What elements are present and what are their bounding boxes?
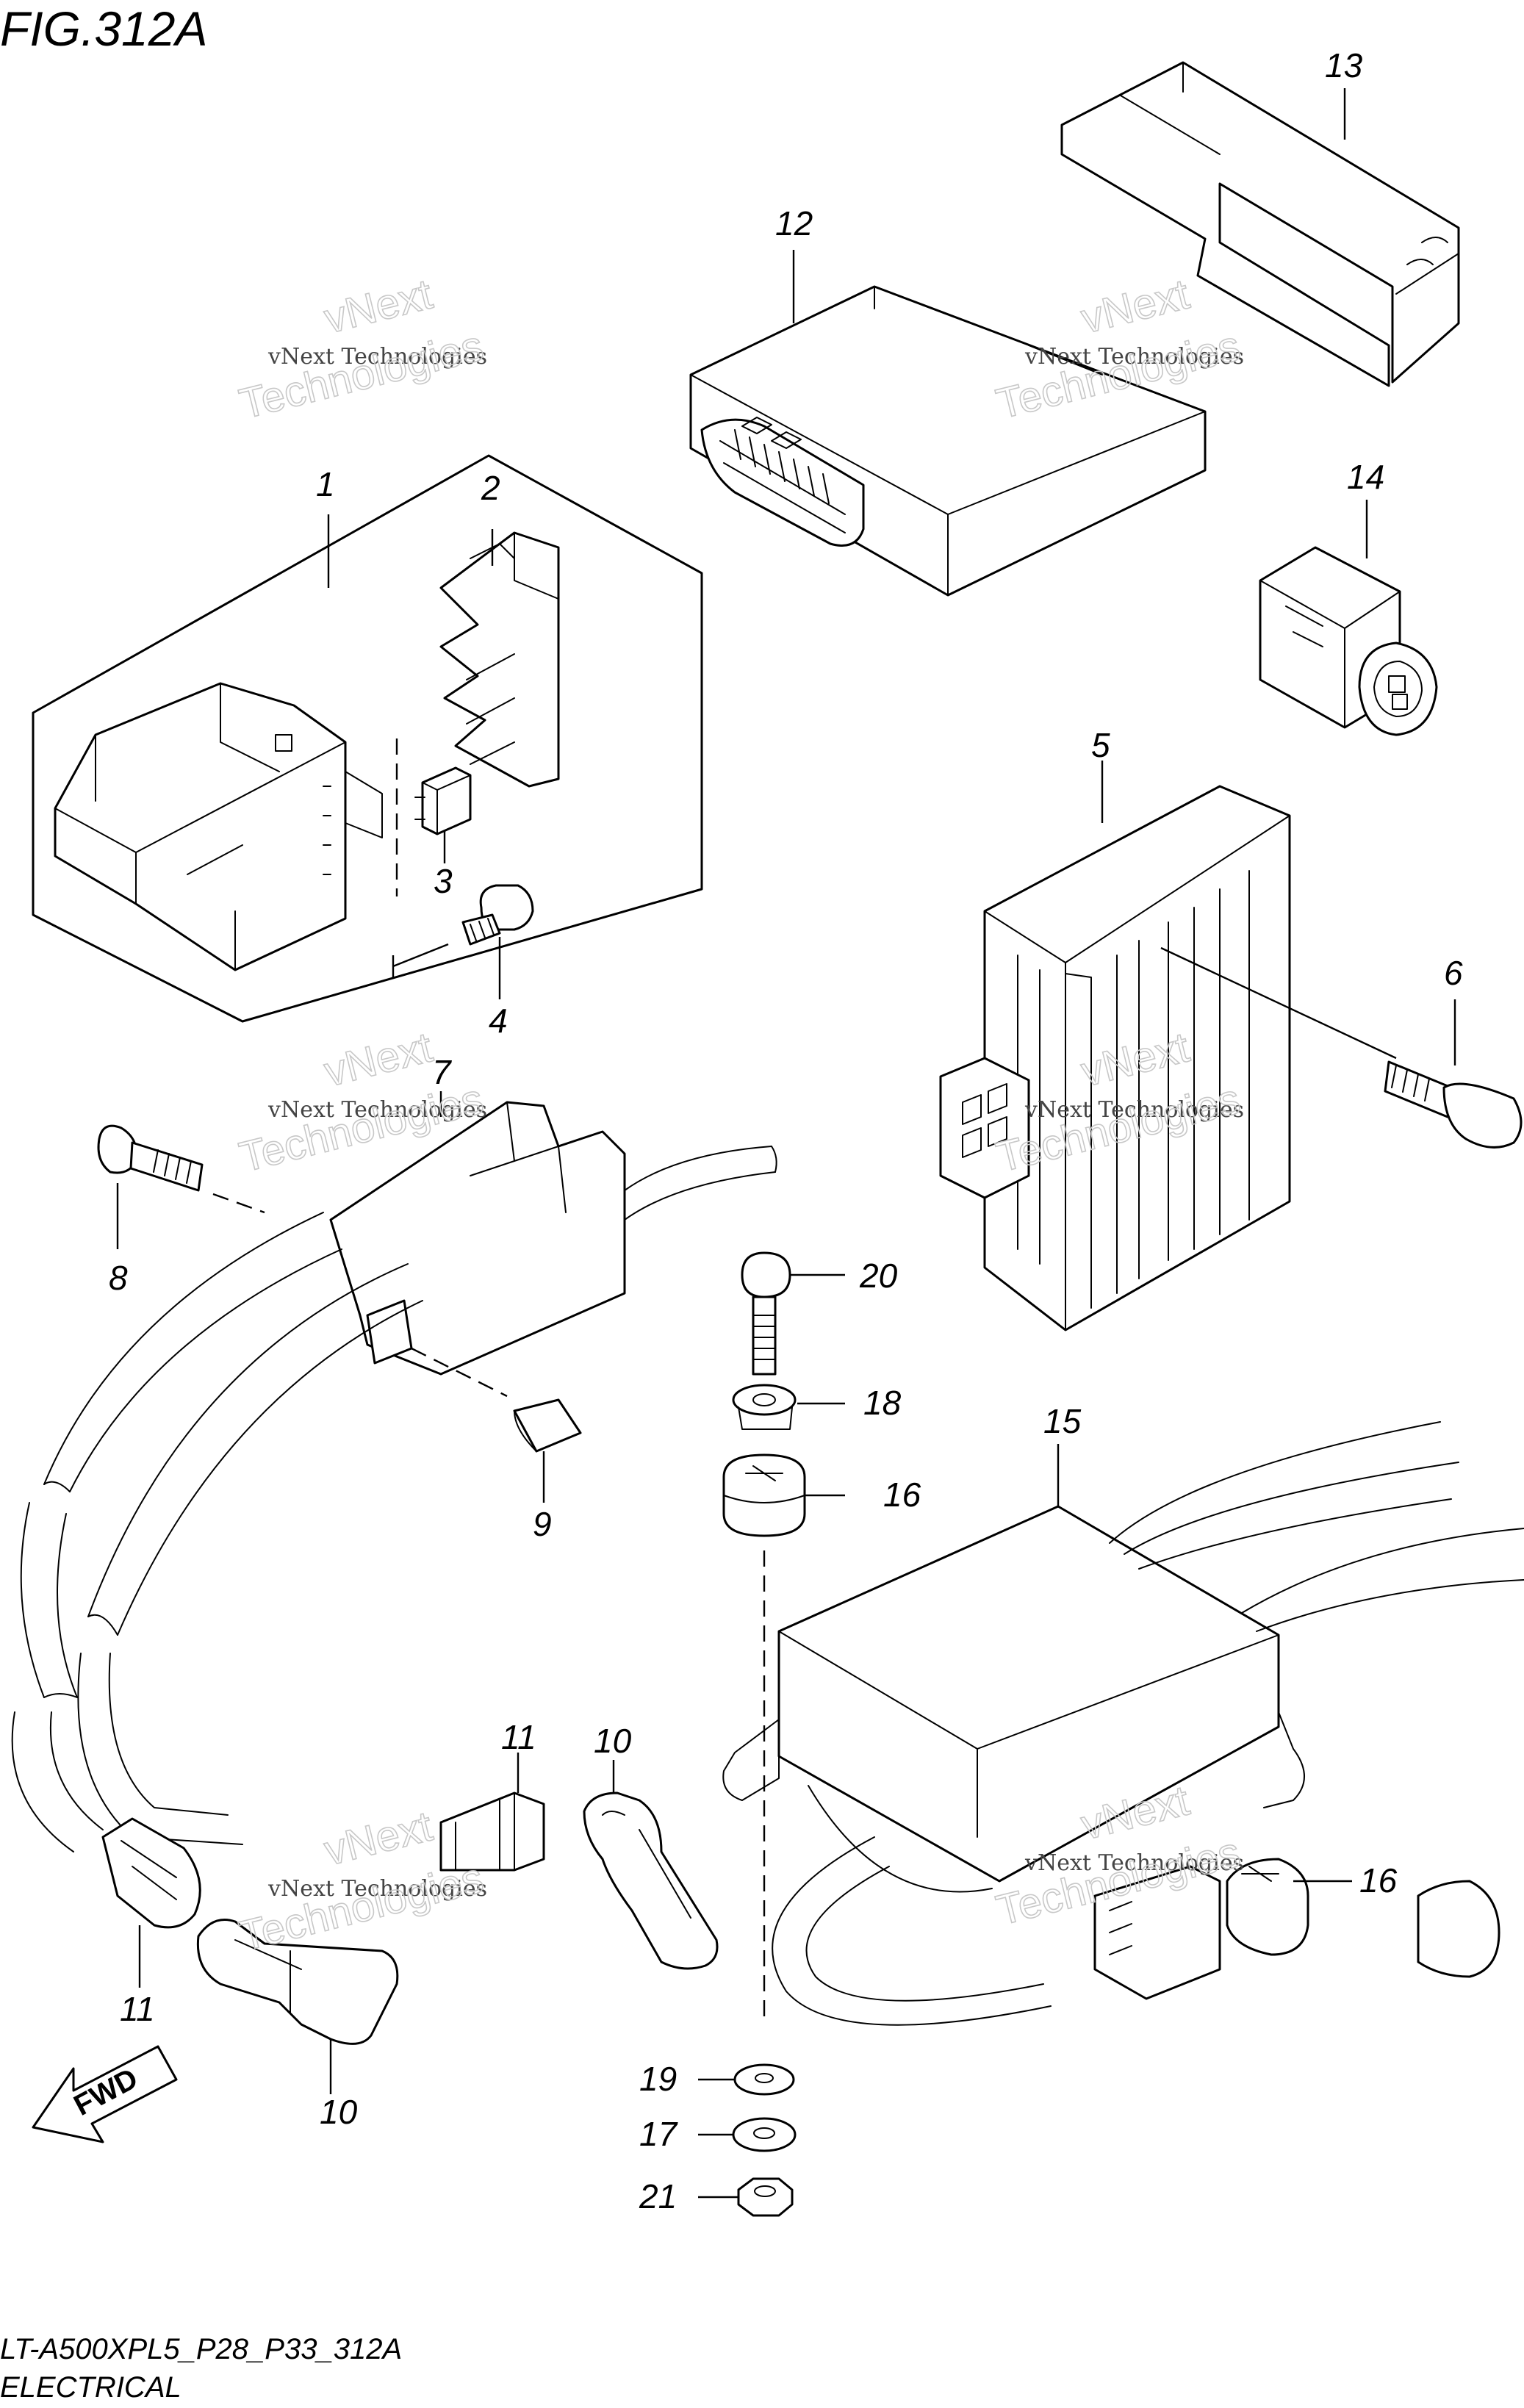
svg-text:vNext Technologies: vNext Technologies	[1024, 1850, 1244, 1876]
svg-text:18: 18	[863, 1384, 902, 1422]
assembly-line-8	[212, 1193, 265, 1214]
part-14-connector[interactable]	[1259, 546, 1438, 736]
part-16-grommet[interactable]	[722, 1453, 806, 1537]
part-12-ecm[interactable]	[689, 285, 1207, 597]
svg-text:4: 4	[489, 1002, 508, 1040]
part-1-relay[interactable]	[54, 682, 383, 971]
svg-text:17: 17	[639, 2115, 678, 2153]
part-5-regulator-rectifier[interactable]	[939, 785, 1291, 1331]
svg-text:Technologies: Technologies	[235, 322, 488, 428]
svg-text:19: 19	[639, 2060, 677, 2098]
footer-model-code: LT-A500XPL5_P28_P33_312A	[0, 2333, 402, 2365]
svg-text:1: 1	[316, 465, 335, 503]
part-21-nut[interactable]	[737, 2177, 794, 2217]
svg-text:21: 21	[639, 2177, 677, 2215]
part-7-ignition-coil[interactable]	[329, 1101, 777, 1376]
svg-text:vNext: vNext	[320, 1023, 437, 1096]
svg-text:vNext Technologies: vNext Technologies	[267, 1876, 487, 1902]
part-3-fuse[interactable]	[414, 766, 472, 835]
part-8-bolt[interactable]	[97, 1124, 204, 1192]
svg-text:10: 10	[594, 1722, 632, 1760]
part-10-plug-cap-lower[interactable]	[196, 1919, 399, 2045]
part-2-relay-cover[interactable]	[439, 531, 560, 788]
watermark-1: vNext Technologies vNext Technologies	[234, 270, 489, 429]
svg-text:vNext: vNext	[320, 270, 437, 342]
svg-text:vNext Technologies: vNext Technologies	[1024, 344, 1244, 370]
watermark-5: vNext Technologies vNext Technologies	[234, 1802, 489, 1961]
figure-title: FIG.312A	[0, 1, 207, 56]
part-6-bolt[interactable]	[1384, 1060, 1523, 1149]
svg-text:16: 16	[1359, 1861, 1398, 1900]
svg-text:11: 11	[501, 1718, 536, 1756]
svg-text:10: 10	[320, 2093, 358, 2131]
part-20-bolt[interactable]	[741, 1251, 791, 1376]
assembly-line-4	[392, 943, 449, 968]
footer-section: ELECTRICAL	[0, 2371, 181, 2404]
part-4-bolt[interactable]	[461, 884, 534, 946]
part-13-cover[interactable]	[1060, 61, 1460, 387]
svg-text:vNext Technologies: vNext Technologies	[1024, 1097, 1244, 1123]
svg-text:8: 8	[109, 1259, 128, 1297]
svg-text:11: 11	[120, 1990, 155, 2028]
svg-text:3: 3	[434, 862, 453, 900]
part-16-grommet-right[interactable]	[1226, 1858, 1309, 1956]
svg-text:6: 6	[1444, 954, 1463, 992]
fwd-direction-arrow: FWD	[32, 2045, 178, 2143]
assembly-line-9	[411, 1347, 508, 1398]
svg-text:2: 2	[481, 469, 500, 507]
svg-text:vNext Technologies: vNext Technologies	[267, 1097, 487, 1123]
svg-text:13: 13	[1325, 46, 1363, 85]
part-19-washer[interactable]	[733, 2063, 795, 2096]
part-15-control-module[interactable]	[722, 1421, 1524, 2026]
part-9-collar[interactable]	[513, 1398, 582, 1453]
svg-text:Technologies: Technologies	[235, 1854, 488, 1960]
part-11-plug-boot-seal-lower[interactable]	[101, 1817, 201, 1929]
svg-text:9: 9	[533, 1505, 552, 1543]
leader-lines	[116, 88, 1456, 2199]
svg-text:5: 5	[1091, 726, 1110, 764]
svg-text:vNext: vNext	[1076, 270, 1194, 342]
part-17-collar[interactable]	[732, 2117, 797, 2152]
svg-text:15: 15	[1043, 1402, 1082, 1440]
assembly-line-6	[1160, 946, 1397, 1060]
svg-text:vNext: vNext	[320, 1802, 437, 1875]
svg-text:16: 16	[883, 1476, 921, 1514]
callout-labels: 1 2 3 4 5 6 7 8 9 10 10 11 11 12 13 14 1…	[109, 46, 1463, 2215]
part-18-collar[interactable]	[732, 1384, 797, 1430]
svg-text:14: 14	[1347, 458, 1384, 496]
svg-text:vNext Technologies: vNext Technologies	[267, 344, 487, 370]
part-10-plug-cap[interactable]	[583, 1791, 719, 1970]
part-1-group-outline	[32, 454, 703, 1023]
svg-text:12: 12	[775, 204, 813, 242]
high-tension-cords	[11, 1212, 423, 1852]
part-11-plug-boot-seal[interactable]	[439, 1791, 545, 1872]
svg-text:7: 7	[432, 1053, 452, 1091]
svg-text:20: 20	[859, 1257, 898, 1295]
